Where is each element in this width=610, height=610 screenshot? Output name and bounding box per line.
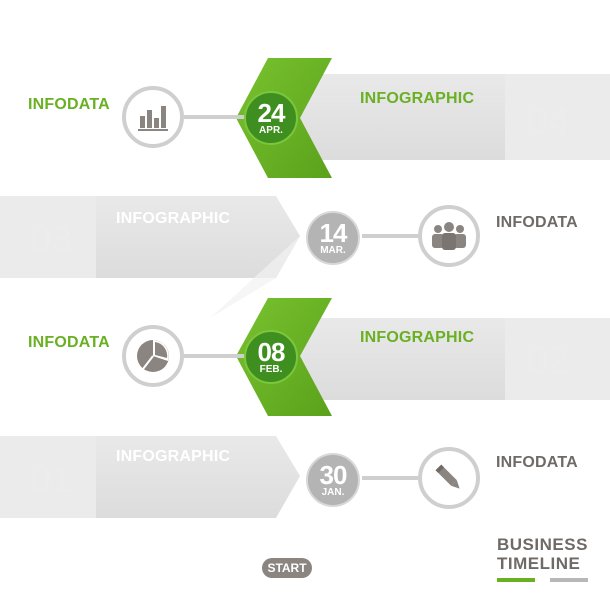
row-03-number: 03 — [30, 219, 73, 261]
row-01-side-label: INFODATA — [496, 454, 578, 471]
row-03-date-badge: 14 MAR. — [306, 211, 360, 265]
brand-line-1: BUSINESS — [497, 535, 588, 554]
row-04-side-label: INFODATA — [28, 96, 110, 113]
pencil-icon — [418, 447, 480, 509]
row-02-number: 02 — [527, 340, 570, 382]
brand-underline-gray — [550, 578, 588, 582]
row-02-month: FEB. — [259, 363, 283, 375]
row-01-band — [0, 436, 300, 518]
row-04-band — [236, 58, 610, 178]
row-02-date-badge: 08 FEB. — [244, 330, 298, 384]
row-02-title: INFOGRAPHIC — [360, 329, 475, 346]
row-01-day: 30 — [319, 459, 348, 490]
brand-title: BUSINESS TIMELINE — [497, 535, 588, 573]
row-03-title: INFOGRAPHIC — [116, 210, 231, 227]
row-03-side-label: INFODATA — [496, 214, 578, 231]
row-03-band — [0, 196, 300, 318]
pie-chart-icon — [122, 325, 184, 387]
row-04-month: APR. — [259, 124, 283, 136]
row-04-number: 04 — [527, 101, 570, 143]
row-04-day: 24 — [257, 97, 286, 128]
row-01-title: INFOGRAPHIC — [116, 448, 231, 465]
row-03-day: 14 — [319, 217, 348, 248]
row-02-side-label: INFODATA — [28, 334, 110, 351]
row-02-day: 08 — [257, 336, 286, 367]
brand-underline-green — [497, 578, 535, 582]
row-04-title: INFOGRAPHIC — [360, 90, 475, 107]
start-marker: START — [262, 558, 312, 578]
row-01-number: 01 — [30, 459, 73, 501]
people-icon — [418, 205, 480, 267]
row-04-date-badge: 24 APR. — [244, 91, 298, 145]
brand-line-2: TIMELINE — [497, 554, 581, 573]
row-03-month: MAR. — [320, 244, 346, 256]
row-01-month: JAN. — [321, 486, 345, 498]
bar-chart-icon — [122, 86, 184, 148]
row-01-date-badge: 30 JAN. — [306, 453, 360, 507]
